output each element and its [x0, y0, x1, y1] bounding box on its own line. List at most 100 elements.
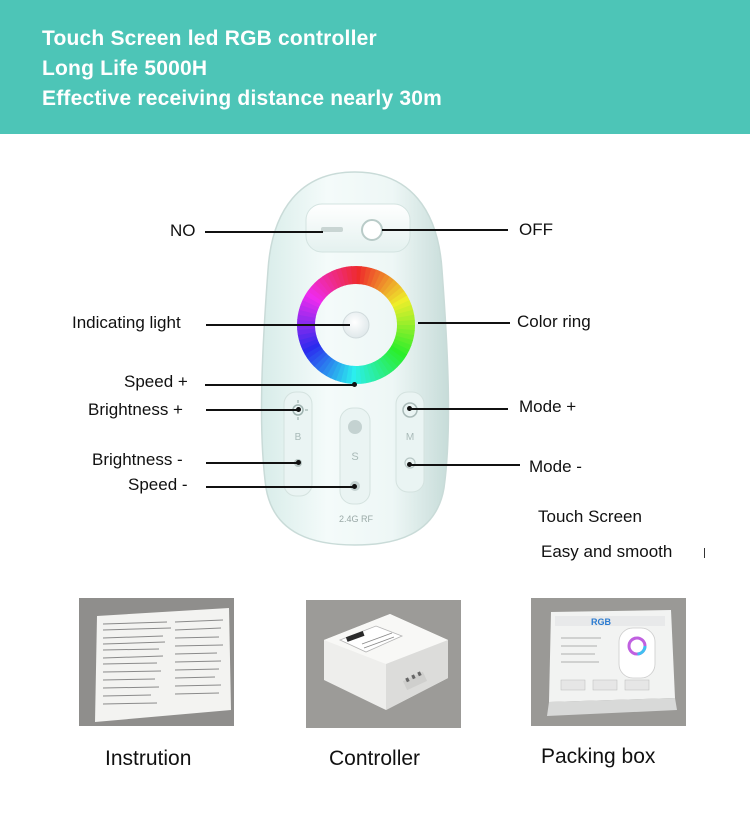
- remote-top-panel: [305, 203, 411, 253]
- caption-instruction: Instrution: [105, 747, 192, 770]
- label-no: NO: [170, 221, 196, 240]
- color-ring-segment: [378, 356, 394, 374]
- color-ring-segment: [299, 304, 318, 315]
- dot-brightness-minus: [296, 460, 301, 465]
- note-touch-screen: Touch Screen: [538, 507, 642, 526]
- color-ring-segment: [302, 341, 321, 355]
- box-logo-text: RGB: [591, 617, 612, 627]
- color-ring-segment: [389, 345, 408, 360]
- note-tick: [704, 548, 705, 558]
- color-ring-segment: [300, 338, 319, 350]
- button-letter-s: S: [351, 451, 358, 463]
- color-ring: [297, 266, 415, 384]
- color-ring-segment: [362, 364, 372, 384]
- color-ring-segment: [330, 361, 343, 381]
- color-ring-segment: [321, 358, 336, 377]
- leader-off: [382, 229, 508, 231]
- color-ring-segment: [345, 266, 354, 285]
- color-ring-segment: [307, 286, 326, 302]
- color-ring-segment: [394, 335, 413, 346]
- color-ring-segment: [365, 363, 377, 383]
- color-ring-segment: [381, 353, 398, 371]
- label-off: OFF: [519, 220, 553, 239]
- color-ring-segment: [387, 287, 405, 303]
- color-ring-segment: [314, 279, 331, 297]
- color-ring-segment: [339, 364, 349, 384]
- color-ring-segment: [335, 267, 347, 287]
- note-easy-smooth: Easy and smooth: [541, 542, 673, 561]
- caption-packing-box: Packing box: [541, 745, 656, 768]
- color-ring-segment: [373, 271, 387, 290]
- dot-brightness-plus: [296, 407, 301, 412]
- photo-instruction: [79, 598, 234, 726]
- color-ring-segment: [297, 327, 316, 336]
- no-button: [321, 227, 343, 232]
- photo-controller: [306, 600, 461, 728]
- center-button-pad: [339, 407, 371, 505]
- banner-distance: Effective receiving distance nearly 30m: [42, 87, 442, 110]
- color-ring-segment: [322, 273, 337, 292]
- color-ring-segment: [379, 276, 395, 295]
- dot-mode-plus: [407, 406, 412, 411]
- color-ring-segment: [395, 332, 415, 342]
- photo-packing-box: RGB: [531, 598, 686, 726]
- header-banner: Touch Screen led RGB controller Long Lif…: [0, 0, 750, 134]
- color-ring-segment: [386, 348, 405, 364]
- color-ring-segment: [326, 271, 340, 290]
- color-ring-segment: [363, 266, 373, 286]
- color-ring-segment: [318, 276, 334, 294]
- label-brightness-minus: Brightness -: [92, 450, 183, 469]
- color-ring-segment: [395, 309, 415, 319]
- leader-color-ring: [418, 322, 510, 324]
- color-ring-segment: [313, 353, 330, 371]
- label-mode-plus: Mode +: [519, 397, 577, 416]
- color-ring-segment: [375, 358, 390, 377]
- left-button-pad: [283, 391, 313, 497]
- color-ring-segment: [393, 300, 412, 312]
- color-ring-segment: [391, 295, 410, 309]
- color-ring-segment: [340, 266, 350, 286]
- color-ring-segment: [396, 328, 415, 337]
- banner-life: Long Life 5000H: [42, 57, 208, 80]
- leader-speed-minus: [206, 486, 356, 488]
- color-ring-segment: [317, 355, 333, 374]
- remote-brand: 2.4G RF: [339, 514, 374, 524]
- color-ring-segment: [392, 338, 412, 351]
- color-ring-segment: [369, 362, 381, 381]
- leader-brightness-plus: [206, 409, 298, 411]
- mode-plus-icon: [402, 402, 418, 418]
- label-speed-minus: Speed -: [128, 475, 188, 494]
- speed-plus-icon: [348, 420, 362, 434]
- color-ring-segment: [382, 279, 399, 297]
- label-mode-minus: Mode -: [529, 457, 582, 476]
- color-ring-segment: [384, 351, 402, 368]
- color-ring-segment: [389, 291, 408, 306]
- color-ring-segment: [384, 283, 402, 300]
- color-ring-segment: [302, 294, 321, 308]
- color-ring-segment: [300, 299, 320, 312]
- color-ring-segment: [394, 304, 414, 316]
- color-ring-segment: [391, 342, 410, 356]
- color-ring-segment: [304, 290, 323, 305]
- color-ring-segment: [376, 273, 391, 292]
- color-ring-segment: [366, 268, 377, 287]
- color-ring-segment: [310, 282, 328, 299]
- color-ring-segment: [297, 331, 317, 341]
- label-indicating-light: Indicating light: [72, 313, 181, 332]
- leader-no: [205, 231, 323, 233]
- leader-brightness-minus: [206, 462, 298, 464]
- color-ring-segment: [396, 314, 415, 323]
- leader-mode-plus: [410, 408, 508, 410]
- color-ring-segment: [307, 347, 325, 363]
- color-ring-segment: [310, 350, 328, 367]
- color-ring-segment: [372, 360, 386, 379]
- right-button-pad: [395, 391, 425, 493]
- dot-speed-plus: [352, 382, 357, 387]
- mode-minus-icon: [404, 457, 416, 469]
- label-speed-plus: Speed +: [124, 372, 188, 391]
- color-ring-segment: [298, 334, 318, 346]
- label-color-ring: Color ring: [517, 312, 591, 331]
- color-ring-segment: [304, 344, 323, 359]
- button-letter-b: B: [295, 432, 302, 443]
- color-ring-segment: [369, 269, 382, 289]
